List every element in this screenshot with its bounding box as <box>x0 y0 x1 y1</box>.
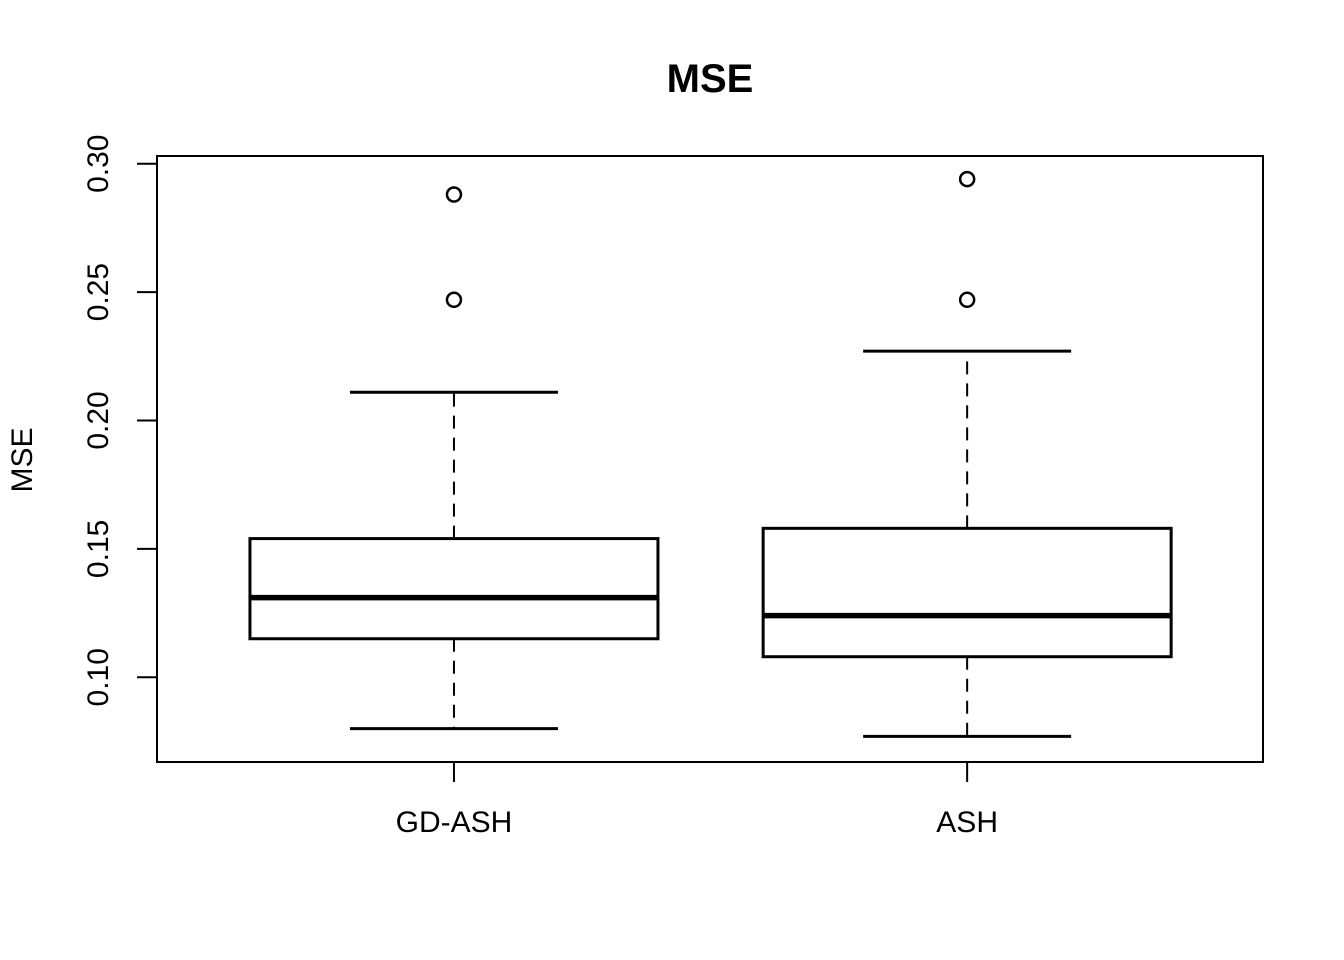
x-category-label: GD-ASH <box>396 806 513 839</box>
y-axis: 0.10 0.15 0.20 0.25 0.30 <box>82 135 157 706</box>
y-axis-label: MSE <box>6 427 39 492</box>
outlier-point <box>958 291 976 309</box>
plot-frame <box>156 155 1264 763</box>
y-tick-label: 0.10 <box>82 648 115 706</box>
iqr-box <box>248 537 660 641</box>
y-tick-label: 0.20 <box>82 391 115 449</box>
x-category-label: ASH <box>936 806 998 839</box>
outlier-point <box>445 186 463 203</box>
y-tick-label: 0.25 <box>82 263 115 321</box>
outlier-point <box>445 291 463 309</box>
outlier-point <box>958 170 976 188</box>
iqr-box <box>761 526 1173 659</box>
x-axis: GD-ASH ASH <box>396 762 998 839</box>
boxplots <box>248 170 1173 738</box>
y-tick-label: 0.30 <box>82 135 115 193</box>
chart-title: MSE <box>667 57 754 101</box>
y-tick-label: 0.15 <box>82 520 115 578</box>
